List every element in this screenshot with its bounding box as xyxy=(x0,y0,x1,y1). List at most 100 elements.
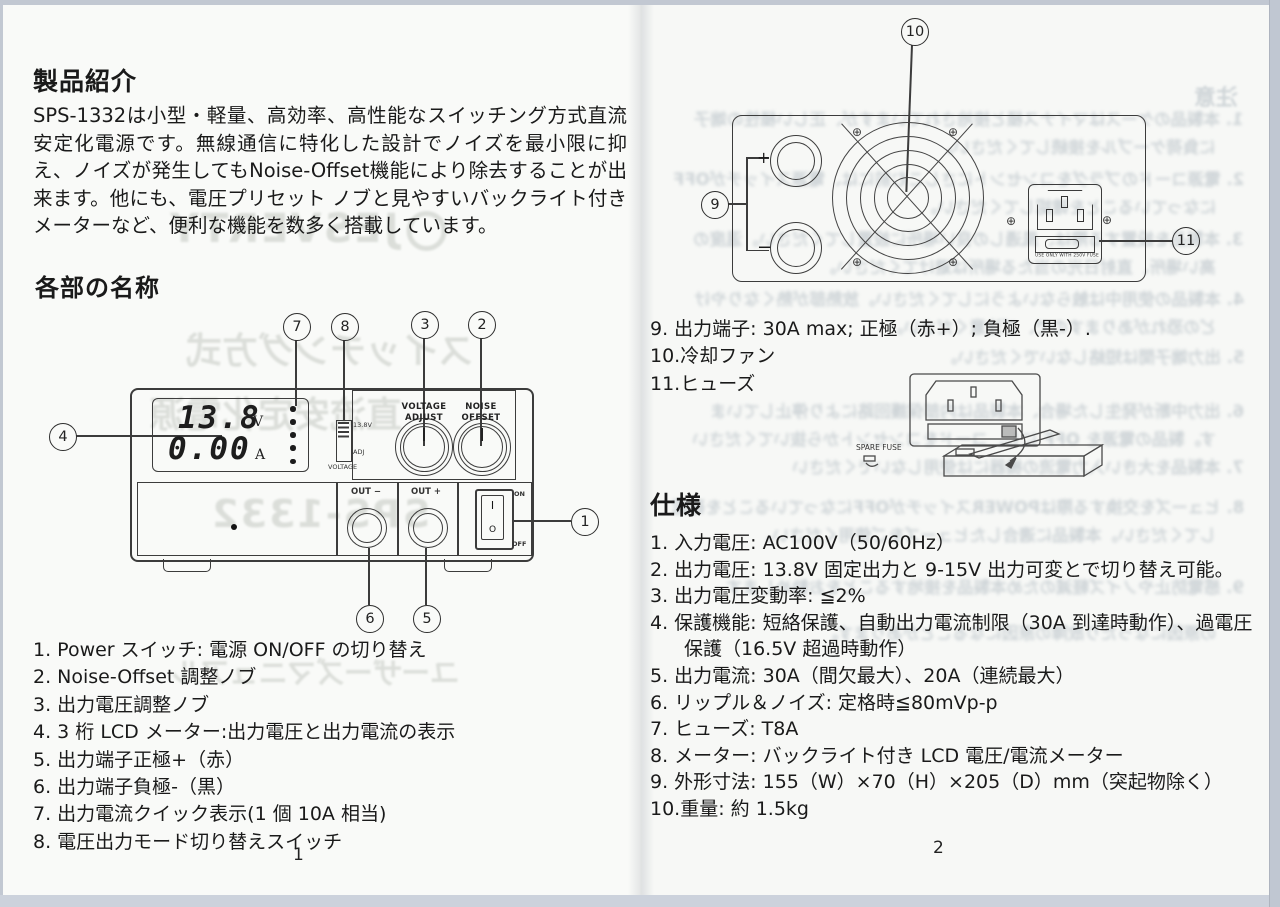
callout-8-line xyxy=(343,340,345,420)
callout-9-bracket xyxy=(746,157,748,251)
rear-pos-label: + xyxy=(757,148,771,167)
fuse-replacement-illustration: SPARE FUSE xyxy=(856,373,1105,478)
parts-item-8: 8. 電圧出力モード切り替えスイッチ xyxy=(33,830,343,853)
screw-icon: ⊕ xyxy=(1102,213,1113,227)
power-section xyxy=(458,482,532,556)
bleed-line: 4. 本製品の使用中は触らないようにしてください。放熱部が熱くなりやけ xyxy=(693,290,1244,309)
inlet-pin-right xyxy=(1077,209,1084,222)
power-on-label: ON xyxy=(514,490,525,498)
parts-item-7: 7. 出力電流クイック表示(1 個 10A 相当) xyxy=(33,803,387,826)
scan-edge-bottom xyxy=(0,895,1280,907)
rear-panel-outline xyxy=(732,115,1146,282)
callout-10: 10 xyxy=(901,18,929,46)
rear-item-10: 10.冷却ファン xyxy=(650,345,776,368)
mode-switch-voltage-label: VOLTAGE xyxy=(328,463,358,471)
illustration-inlet-socket xyxy=(925,380,1023,421)
rear-neg-post xyxy=(770,222,822,274)
fuse-drawer xyxy=(1035,236,1095,253)
callout-5-line xyxy=(425,548,427,605)
spec-item-6: 6. リップル＆ノイズ: 定格時≦80mVp-p xyxy=(650,691,998,714)
power-switch xyxy=(475,489,514,550)
rear-neg-label: − xyxy=(757,237,773,258)
lcd-voltage-unit: V xyxy=(253,414,264,430)
lcd-voltage-value: 13.8 xyxy=(178,400,261,436)
scan-edge-top xyxy=(0,0,1280,5)
power-off-label: OFF xyxy=(512,540,527,548)
callout-4-line xyxy=(76,435,222,437)
illustration-inlet-plate xyxy=(909,373,1041,447)
spare-fuse-glyph xyxy=(865,462,879,467)
spare-fuse-label: SPARE FUSE xyxy=(856,443,902,452)
rear-pos-post xyxy=(770,135,822,187)
front-panel-foot-right xyxy=(444,559,492,572)
noise-offset-knob xyxy=(453,418,511,476)
callout-8: 8 xyxy=(331,313,359,341)
screw-icon: ⊕ xyxy=(852,125,863,139)
intro-heading: 製品紹介 xyxy=(33,67,138,96)
out-neg-section xyxy=(337,482,398,556)
bleed-line: 8. ヒューズを交換する際はPOWERスイッチがOFFになっていることを確認 xyxy=(671,498,1244,517)
spec-item-8: 8. メーター: バックライト付き LCD 電圧/電流メーター xyxy=(650,744,1124,767)
voltage-mode-switch xyxy=(336,420,352,462)
callout-1-line xyxy=(512,520,571,522)
spec-item-7: 7. ヒューズ: T8A xyxy=(650,718,799,741)
callout-9-line xyxy=(728,203,746,205)
power-off-symbol: O xyxy=(488,525,497,535)
spec-item-3: 3. 出力電圧変動率: ≦2% xyxy=(650,585,866,608)
lcd-meter xyxy=(152,398,309,472)
front-blank-section xyxy=(137,482,337,556)
spec-item-10: 10.重量: 約 1.5kg xyxy=(650,797,809,820)
callout-3-line xyxy=(423,338,425,446)
callout-4: 4 xyxy=(49,423,77,451)
spec-item-2: 2. 出力電圧: 13.8V 固定出力と 9-15V 出力可変とで切り替え可能。 xyxy=(650,558,1234,581)
voltage-mode-switch-lever xyxy=(337,421,349,438)
parts-item-2: 2. Noise-Offset 調整ノブ xyxy=(33,666,257,689)
fan-hub xyxy=(887,177,929,219)
callout-6: 6 xyxy=(356,605,384,633)
callout-9-bracket-bottom xyxy=(746,249,769,251)
page-number-2: 2 xyxy=(933,838,944,858)
callout-9-bracket-top xyxy=(746,157,769,159)
callout-11: 11 xyxy=(1172,227,1200,255)
lcd-current-value: 0.00 xyxy=(168,431,251,467)
screw-icon: ⊕ xyxy=(948,125,959,139)
arrow-curve xyxy=(1009,427,1026,462)
inlet-fuse-warning-text: USE ONLY WITH 250V FUSE xyxy=(1035,253,1099,259)
screw-icon: ⊕ xyxy=(1006,214,1017,228)
rear-item-11: 11.ヒューズ xyxy=(650,372,756,395)
mode-switch-top-label: 13.8V xyxy=(353,421,372,429)
callout-6-line xyxy=(368,548,370,605)
out-pos-post xyxy=(408,508,448,548)
screw-icon: ⊕ xyxy=(852,255,863,269)
intro-paragraph: SPS-1332は小型・軽量、高効率、高性能なスイッチング方式直流安定化電源です… xyxy=(33,104,627,238)
fan-circle-1 xyxy=(832,122,984,274)
mode-switch-adj-label: ADJ xyxy=(353,448,365,456)
spec-heading: 仕様 xyxy=(650,491,703,520)
knob-section xyxy=(352,390,516,480)
out-pos-section xyxy=(398,482,458,556)
out-neg-post xyxy=(347,508,387,548)
voltage-adjust-knob xyxy=(395,418,453,476)
power-rocker: I O xyxy=(481,495,504,540)
callout-3: 3 xyxy=(411,311,439,339)
callout-2: 2 xyxy=(468,311,496,339)
parts-item-6: 6. 出力端子負極-（黒） xyxy=(33,776,236,799)
callout-2-line xyxy=(480,338,482,446)
parts-heading: 各部の名称 xyxy=(35,274,160,302)
scan-edge-left xyxy=(0,0,3,907)
parts-list: 1. Power スイッチ: 電源 ON/OFF の切り替え 2. Noise-… xyxy=(33,637,613,856)
current-quick-indicator-dots xyxy=(290,406,296,464)
fan-circle-2 xyxy=(846,136,970,260)
power-on-symbol: I xyxy=(490,499,495,512)
lcd-current-unit: A xyxy=(255,447,266,463)
screw-icon: ⊕ xyxy=(948,255,959,269)
ac-inlet-module xyxy=(1028,184,1102,264)
parts-item-3: 3. 出力電圧調整ノブ xyxy=(33,693,210,716)
spec-item-9: 9. 外形寸法: 155（W）×70（H）×205（D）mm（突起物除く） xyxy=(650,771,1223,794)
spec-list: 1. 入力電圧: AC100V（50/60Hz） 2. 出力電圧: 13.8V … xyxy=(650,530,1262,823)
inlet-pin-left xyxy=(1046,209,1053,222)
panel-dot xyxy=(231,524,237,530)
